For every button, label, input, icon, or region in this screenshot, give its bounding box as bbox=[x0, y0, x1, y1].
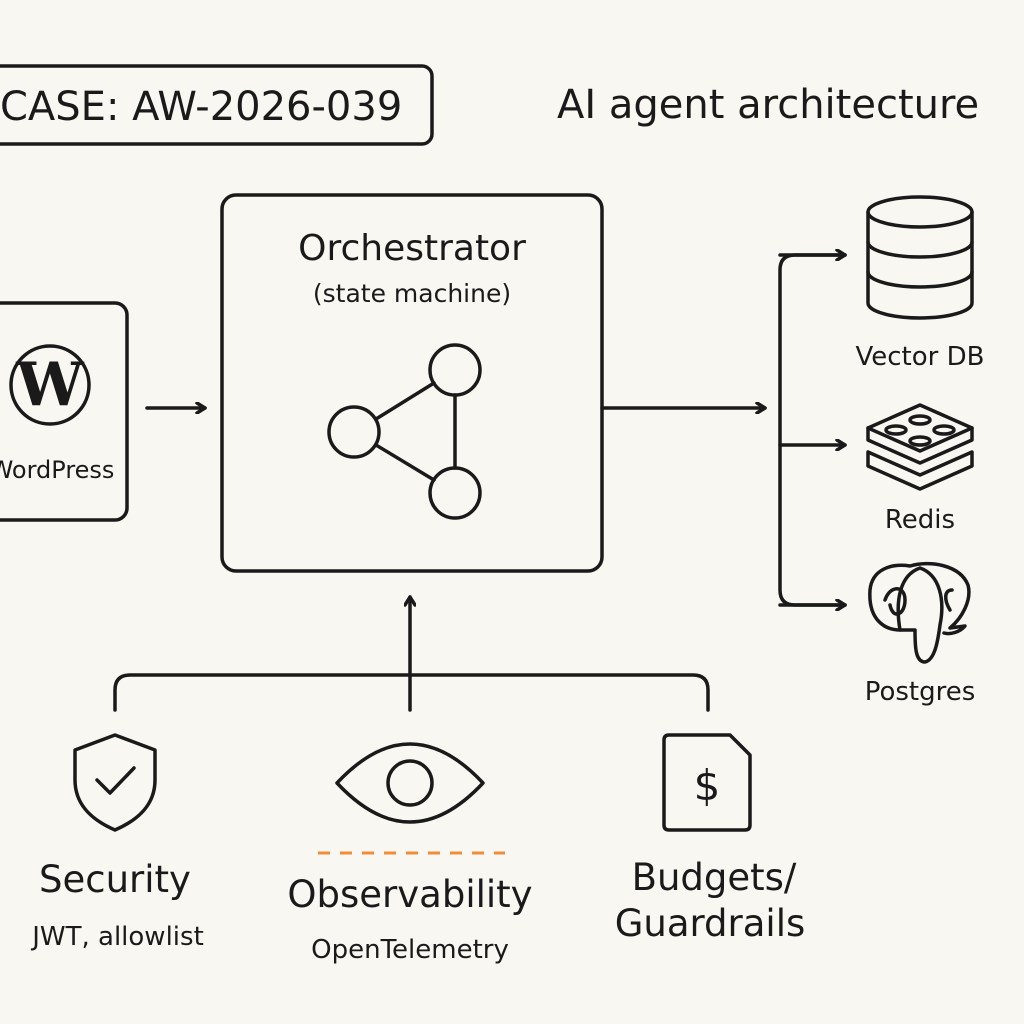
security-subtitle: JWT, allowlist bbox=[30, 922, 204, 952]
security-node: Security JWT, allowlist bbox=[30, 733, 204, 952]
case-badge: CASE: AW-2026-039 bbox=[0, 64, 434, 146]
observability-title: Observability bbox=[287, 873, 532, 916]
postgres-node: Postgres bbox=[865, 561, 976, 707]
budgets-title-line2: Guardrails bbox=[615, 902, 806, 945]
wordpress-label: WordPress bbox=[0, 456, 114, 484]
shield-check-icon bbox=[73, 733, 157, 832]
wordpress-node: W WordPress bbox=[0, 301, 129, 522]
observability-subtitle: OpenTelemetry bbox=[311, 935, 509, 965]
observability-node: Observability OpenTelemetry bbox=[287, 742, 533, 965]
wordpress-icon: W bbox=[9, 344, 91, 426]
vector-db-label: Vector DB bbox=[856, 342, 985, 372]
eye-icon bbox=[335, 742, 485, 824]
database-icon bbox=[866, 195, 974, 320]
vector-db-node: Vector DB bbox=[856, 195, 985, 372]
orchestrator-subtitle: (state machine) bbox=[313, 279, 511, 308]
redis-label: Redis bbox=[885, 505, 955, 535]
redis-node: Redis bbox=[866, 403, 974, 535]
orchestrator-node: Orchestrator (state machine) bbox=[220, 193, 604, 573]
orchestrator-title: Orchestrator bbox=[298, 228, 526, 269]
store-branch-line bbox=[778, 253, 847, 607]
state-graph-icon bbox=[327, 343, 482, 520]
budgets-title-line1: Budgets/ bbox=[632, 856, 797, 899]
svg-text:W: W bbox=[15, 350, 85, 420]
postgres-label: Postgres bbox=[865, 677, 976, 707]
redis-icon bbox=[866, 403, 974, 491]
security-title: Security bbox=[39, 858, 191, 901]
budgets-node: $ Budgets/ Guardrails bbox=[615, 733, 806, 945]
postgres-elephant-icon bbox=[868, 561, 971, 664]
dollar-document-icon: $ bbox=[662, 733, 752, 832]
diagram-title: AI agent architecture bbox=[557, 82, 979, 128]
svg-text:$: $ bbox=[694, 761, 721, 810]
case-label: CASE: AW-2026-039 bbox=[0, 84, 402, 130]
controls-bracket bbox=[113, 673, 710, 712]
